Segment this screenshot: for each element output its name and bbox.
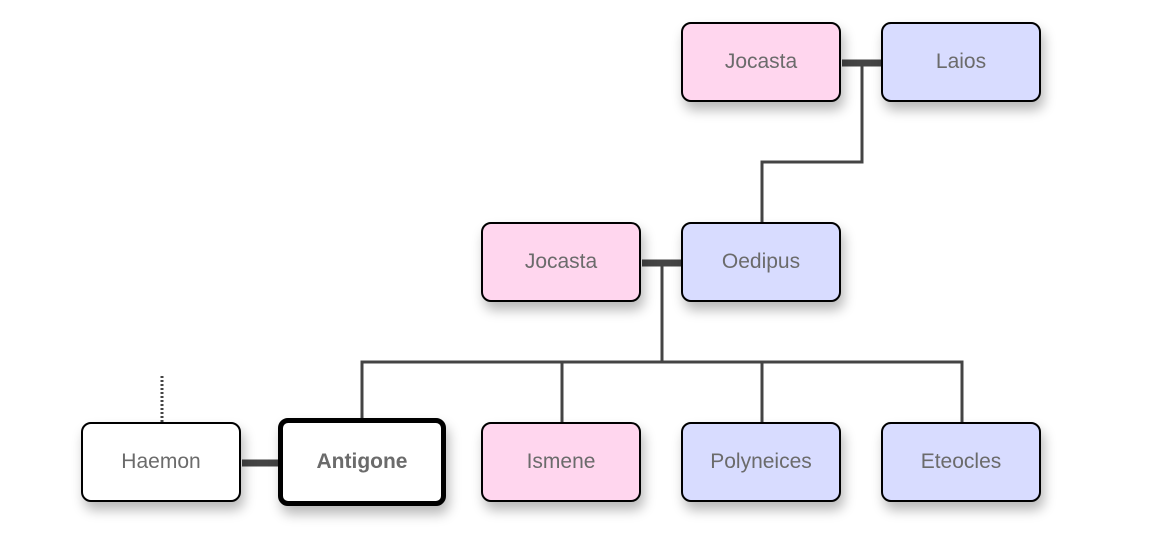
person-haemon[interactable]: Haemon: [81, 422, 241, 502]
person-antigone-focus[interactable]: Antigone: [278, 418, 446, 506]
person-name: Antigone: [316, 450, 408, 473]
person-name: Jocasta: [524, 250, 598, 273]
person-name: Laios: [935, 50, 987, 73]
person-name: Eteocles: [920, 450, 1002, 473]
person-name: Polyneices: [710, 450, 812, 473]
person-eteocles[interactable]: Eteocles: [881, 422, 1041, 502]
person-name: Oedipus: [721, 250, 801, 273]
person-jocasta-gen1[interactable]: Jocasta: [681, 22, 841, 102]
person-name: Ismene: [526, 450, 596, 473]
person-laios[interactable]: Laios: [881, 22, 1041, 102]
person-ismene[interactable]: Ismene: [481, 422, 641, 502]
person-name: Jocasta: [724, 50, 798, 73]
person-name: Haemon: [121, 450, 201, 473]
person-oedipus[interactable]: Oedipus: [681, 222, 841, 302]
descent-link-oedipus: [760, 63, 864, 222]
person-jocasta-gen2[interactable]: Jocasta: [481, 222, 641, 302]
person-polyneices[interactable]: Polyneices: [681, 422, 841, 502]
